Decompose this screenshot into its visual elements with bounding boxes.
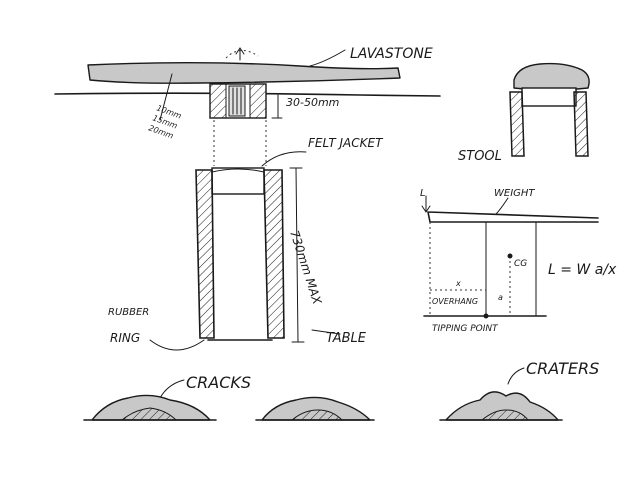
load-label: L bbox=[420, 188, 426, 199]
felt-jacket-label-group: FELT JACKET bbox=[261, 136, 384, 167]
gap-sizes-annotation: 10mm 15mm 20mm bbox=[147, 73, 183, 141]
gap-dimension: 30-50mm bbox=[271, 94, 339, 119]
craters-label-group: CRATERS bbox=[507, 359, 599, 385]
lavastone-label: LAVASTONE bbox=[350, 46, 433, 62]
stone-sample-3 bbox=[439, 391, 563, 421]
felt-jacket bbox=[211, 167, 265, 195]
lavastone-slab bbox=[87, 62, 401, 84]
table-surface-line bbox=[54, 92, 441, 97]
gap-height-label: 30-50mm bbox=[286, 96, 339, 109]
tipping-diagram bbox=[421, 195, 599, 319]
table-label: TABLE bbox=[326, 331, 367, 346]
leg-height-label: 730mm MAX bbox=[287, 229, 324, 307]
tipping-formula: L = W a/x bbox=[548, 262, 617, 278]
cracks-label: CRACKS bbox=[186, 373, 251, 392]
stool-label: STOOL bbox=[458, 149, 502, 164]
cracks-label-group: CRACKS bbox=[159, 373, 251, 399]
table-label-group: TABLE bbox=[311, 329, 367, 346]
felt-jacket-label: FELT JACKET bbox=[308, 136, 384, 150]
leg-tube bbox=[195, 169, 285, 341]
cg-label: CG bbox=[514, 259, 527, 269]
felt-cap-top bbox=[209, 83, 267, 119]
rubber-ring-label-group: RUBBER RING bbox=[108, 307, 205, 351]
stool-sketch bbox=[509, 62, 590, 157]
overhang-label: OVERHANG bbox=[432, 297, 478, 306]
x-label: x bbox=[455, 279, 461, 288]
tipping-point-label: TIPPING POINT bbox=[432, 324, 499, 334]
ring-label: RING bbox=[110, 331, 140, 345]
lift-arrow-icon bbox=[225, 47, 259, 61]
rubber-label: RUBBER bbox=[108, 307, 149, 318]
lavastone-label-group: LAVASTONE bbox=[309, 46, 433, 67]
leg-height-dimension: 730mm MAX bbox=[287, 167, 324, 343]
a-label: a bbox=[498, 293, 503, 302]
craters-label: CRATERS bbox=[526, 359, 599, 378]
stone-sample-1 bbox=[83, 394, 217, 421]
guide-lines bbox=[213, 120, 267, 166]
weight-label: WEIGHT bbox=[494, 188, 535, 199]
stone-sample-2 bbox=[255, 396, 375, 421]
